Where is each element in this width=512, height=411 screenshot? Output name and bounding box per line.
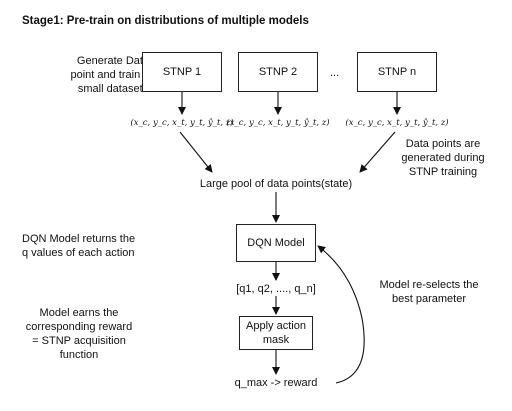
generated-line-3: STNP training <box>408 166 478 178</box>
arrow-reward-loop <box>317 245 365 384</box>
stnp-n-formula: (x_c, y_c, x_t, y_t, ŷ_t, z) <box>345 118 449 128</box>
dqn-returns-line-1: DQN Model returns the <box>22 233 136 245</box>
generate-data-annotation: Generate Data point and train on small d… <box>58 54 168 96</box>
stnp-2-formula: (x_c, y_c, x_t, y_t, ŷ_t, z) <box>226 118 330 128</box>
apply-action-mask-box: Apply action mask <box>239 316 313 350</box>
diagram-title: Stage1: Pre-train on distributions of mu… <box>22 15 309 27</box>
generate-line-2: point and train on <box>70 69 156 81</box>
stnp-1-formula: (x_c, y_c, x_t, y_t, ŷ_t, z) <box>130 118 234 128</box>
generated-during-annotation: Data points are generated during STNP tr… <box>388 137 498 179</box>
generated-line-2: generated during <box>401 152 485 164</box>
model-earns-line-3: = STNP acquisition <box>32 335 126 347</box>
model-earns-annotation: Model earns the corresponding reward = S… <box>14 306 144 362</box>
data-pool-label: Large pool of data points(state) <box>199 178 353 190</box>
generate-line-1: Generate Data <box>76 55 150 67</box>
reselects-annotation: Model re-selects the best parameter <box>374 278 484 306</box>
generated-line-1: Data points are <box>405 138 481 150</box>
stnp-1-box: STNP 1 <box>142 52 222 92</box>
generate-line-3: small datasets <box>77 83 149 95</box>
reward-label: q_max -> reward <box>234 377 318 389</box>
reselects-line-2: best parameter <box>392 293 466 305</box>
model-earns-line-4: function <box>59 349 99 361</box>
dqn-model-box: DQN Model <box>236 224 316 262</box>
stnp-ellipsis: ... <box>330 67 340 79</box>
model-earns-line-2: corresponding reward <box>25 321 133 333</box>
dqn-returns-annotation: DQN Model returns the q values of each a… <box>22 232 135 260</box>
apply-mask-line-2: mask <box>262 334 290 346</box>
stnp-2-box: STNP 2 <box>238 52 318 92</box>
dqn-returns-line-2: q values of each action <box>22 247 135 259</box>
model-earns-line-1: Model earns the <box>39 307 119 319</box>
apply-mask-line-1: Apply action <box>246 320 306 332</box>
stnp-n-box: STNP n <box>357 52 437 92</box>
arrow-formula1-pool <box>179 131 213 173</box>
q-values-label: [q1, q2, ...., q_n] <box>236 283 316 295</box>
arrow-formulan-pool <box>359 131 396 173</box>
reselects-line-1: Model re-selects the <box>379 279 479 291</box>
